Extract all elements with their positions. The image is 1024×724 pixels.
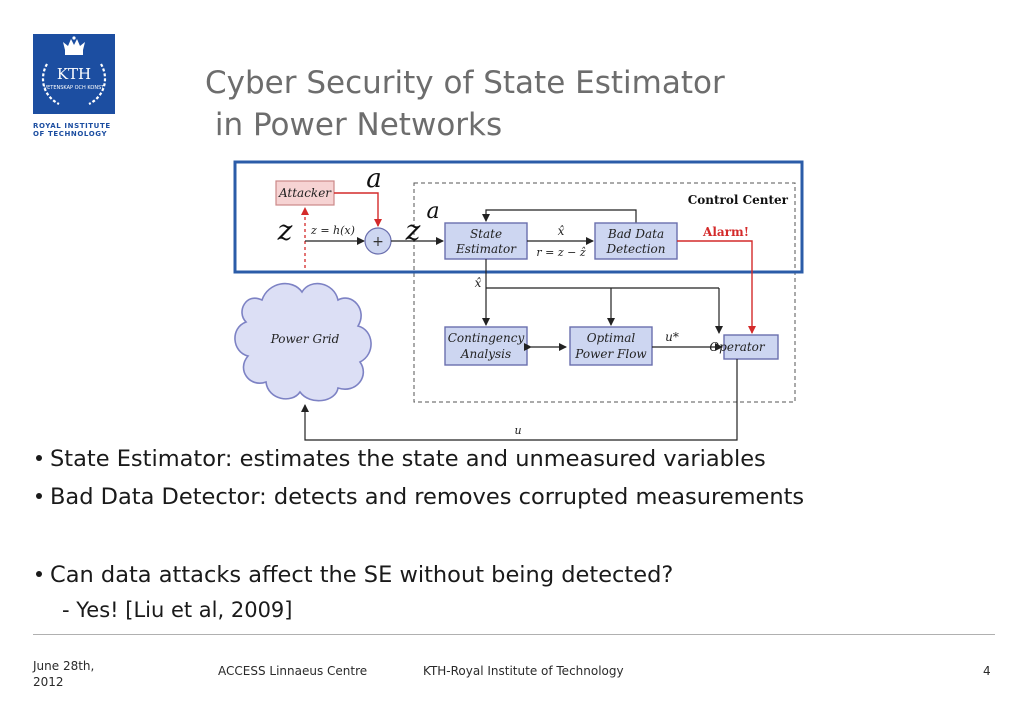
power-grid-cloud bbox=[234, 282, 372, 402]
kth-logo: KTH VETENSKAP OCH KONST bbox=[33, 34, 115, 114]
title-line-1: Cyber Security of State Estimator bbox=[205, 65, 725, 101]
residual-label: r = z − ẑ bbox=[536, 246, 585, 259]
bullet-dot bbox=[36, 492, 42, 499]
footer-centre: ACCESS Linnaeus Centre bbox=[218, 664, 368, 678]
attack-highlight-frame bbox=[233, 160, 804, 274]
operator-box bbox=[723, 334, 779, 360]
measurement-z: z bbox=[277, 214, 293, 247]
slide-title: Cyber Security of State Estimator in Pow… bbox=[205, 62, 805, 146]
sum-plus: + bbox=[372, 234, 384, 250]
bullet-state-estimator: State Estimator: estimates the state and… bbox=[36, 446, 766, 472]
measurement-model: z = h(x) bbox=[310, 224, 355, 237]
optimal-power-flow-box bbox=[569, 326, 653, 366]
bullet-dot bbox=[36, 570, 42, 577]
attacked-z: z bbox=[405, 214, 421, 247]
bullet-bad-data-detector: Bad Data Detector: detects and removes c… bbox=[36, 484, 804, 510]
opf-line1: Optimal bbox=[587, 331, 636, 345]
state-estimator-line2: Estimator bbox=[455, 242, 517, 256]
xhat-label-mid: x̂ bbox=[475, 276, 482, 290]
power-grid-label: Power Grid bbox=[270, 332, 340, 346]
control-center-label: Control Center bbox=[688, 193, 789, 207]
bullet-question: Can data attacks affect the SE without b… bbox=[36, 562, 673, 588]
state-estimator-line1: State bbox=[470, 227, 502, 241]
contingency-line2: Analysis bbox=[460, 347, 511, 361]
opf-line2: Power Flow bbox=[574, 347, 647, 361]
contingency-analysis-box bbox=[444, 326, 528, 366]
page-number: 4 bbox=[983, 664, 991, 678]
control-center-frame bbox=[413, 182, 796, 403]
title-line-2: in Power Networks bbox=[205, 107, 503, 143]
bdd-feedback-arrow bbox=[482, 209, 637, 223]
attack-arrow bbox=[334, 192, 382, 227]
se-attack-diagram: Control Center Attacker a z z = h(x) + z… bbox=[233, 160, 804, 441]
bad-data-detection-box bbox=[594, 222, 678, 260]
bullet-dot bbox=[36, 454, 42, 461]
footer-divider bbox=[33, 634, 995, 635]
alarm-label: Alarm! bbox=[702, 225, 749, 239]
operator-label: Operator bbox=[709, 340, 766, 354]
attack-vector-a: a bbox=[366, 164, 382, 194]
bdd-line2: Detection bbox=[606, 242, 666, 256]
attacked-z-sup: a bbox=[426, 199, 439, 224]
subitem-answer: - Yes! [Liu et al, 2009] bbox=[62, 598, 293, 622]
control-feedback-arrow bbox=[301, 359, 738, 441]
logo-caption: ROYAL INSTITUTE OF TECHNOLOGY bbox=[33, 122, 111, 138]
alarm-arrow bbox=[677, 240, 756, 334]
bdd-line1: Bad Data bbox=[607, 227, 664, 241]
xhat-label-top: x̂ bbox=[558, 224, 565, 238]
u-label: u bbox=[514, 424, 521, 437]
logo-sub: VETENSKAP OCH KONST bbox=[44, 85, 106, 91]
state-estimator-box bbox=[444, 222, 528, 260]
ustar-label: u* bbox=[665, 330, 679, 344]
logo-name: KTH bbox=[57, 65, 91, 83]
footer-institute: KTH-Royal Institute of Technology bbox=[423, 664, 624, 678]
attacker-label: Attacker bbox=[278, 186, 332, 200]
footer-date: June 28th, 2012 bbox=[33, 659, 95, 689]
crown-icon bbox=[63, 36, 85, 55]
contingency-line1: Contingency bbox=[448, 331, 525, 345]
